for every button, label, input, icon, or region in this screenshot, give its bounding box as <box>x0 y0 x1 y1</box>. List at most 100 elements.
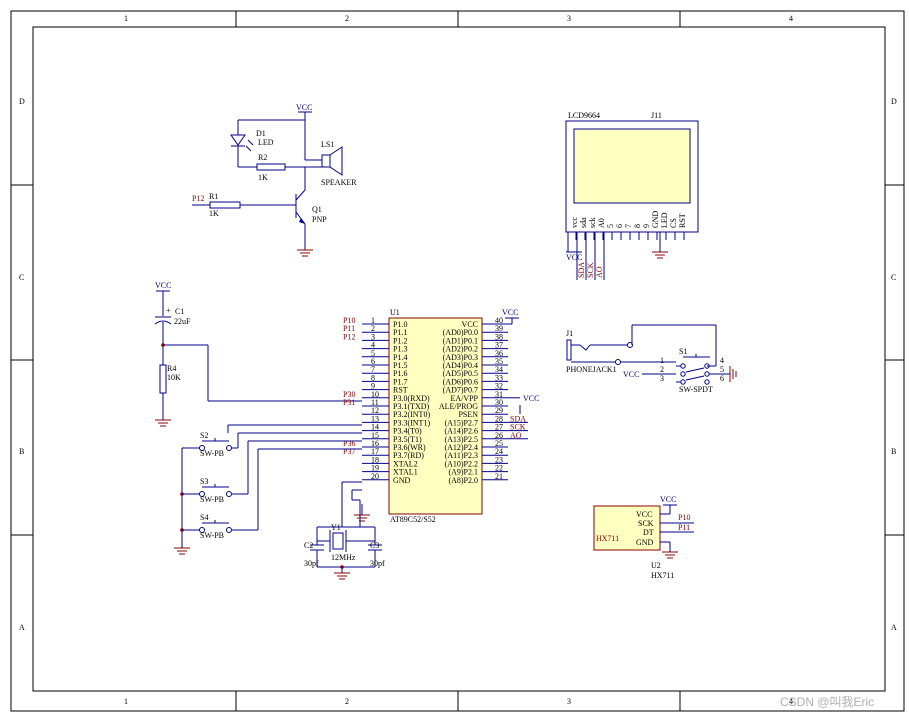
mcu-net-label: SDA <box>510 414 526 423</box>
mcu-pin-number: 20 <box>371 472 379 481</box>
mcu-pin-name: (A9)P2.1 <box>448 468 478 477</box>
mcu-pin-number: 2 <box>371 324 375 333</box>
mcu-net-label: P10 <box>343 316 355 325</box>
s2-value: SW-PB <box>200 449 224 458</box>
lcd-net-sda: SDA <box>577 262 586 278</box>
resistor-r2-icon <box>256 163 286 171</box>
s4-value: SW-PB <box>200 531 224 540</box>
zone-col-4-top: 4 <box>789 14 793 23</box>
c2-ref: C2 <box>304 541 313 550</box>
mcu-net-label: P31 <box>343 398 355 407</box>
mcu-pin-number: 7 <box>371 365 375 374</box>
mcu-pin-number: 1 <box>371 316 375 325</box>
resistor-r1-icon <box>209 201 241 209</box>
r4-ref: R4 <box>167 364 176 373</box>
hx711-vcc-label: VCC <box>660 495 676 504</box>
mcu-pin-name: (A8)P2.0 <box>448 476 478 485</box>
mcu-pin-name: P1.1 <box>393 328 407 337</box>
c1-plus: + <box>166 306 171 315</box>
zone-col-2-bottom: 2 <box>345 697 349 706</box>
mcu-pin-number: 40 <box>495 316 503 325</box>
mcu-pin-number: 28 <box>495 414 503 423</box>
mcu-pin-number: 38 <box>495 332 503 341</box>
s1-pin-4: 4 <box>720 356 724 365</box>
mcu-net-label: P36 <box>343 439 355 448</box>
mcu-pin-number: 24 <box>495 447 503 456</box>
mcu-pin-name: P3.1(TXD) <box>393 402 430 411</box>
c1-value: 22uF <box>174 317 191 326</box>
buzzer-vcc-label: VCC <box>296 103 312 112</box>
s1-pin-2: 2 <box>660 365 664 374</box>
reset-circuit: VCC + C1 22uF R4 10K <box>154 281 362 427</box>
mcu-pin-name: XTAL1 <box>393 468 418 477</box>
hx711-inner-label: HX711 <box>596 534 619 543</box>
mcu-pin-number: 17 <box>371 447 379 456</box>
hx711-pin-gnd: GND <box>636 538 654 547</box>
inner-border <box>32 26 886 692</box>
mcu-pin-name: (A10)P2.2 <box>444 459 478 468</box>
mcu-pin-name: VCC <box>462 320 478 329</box>
mcu-ea-vcc-label: VCC <box>523 394 539 403</box>
lcd-pin-label: A0 <box>597 218 606 228</box>
d1-ref: D1 <box>256 129 266 138</box>
lcd-pin-label: LED <box>660 212 669 228</box>
mcu-pin-name: (AD0)P0.0 <box>443 328 478 337</box>
mcu-pin-name: P3.3(INT1) <box>393 418 430 427</box>
hx711-pin-sck: SCK <box>638 519 654 528</box>
zone-col-1-bottom: 1 <box>124 697 128 706</box>
mcu-pin-name: P3.7(RD) <box>393 451 424 460</box>
zone-row-c-left: C <box>19 273 24 282</box>
mcu-pin-number: 12 <box>371 406 379 415</box>
s1-value: SW-SPDT <box>679 385 713 394</box>
lcd-ref: J11 <box>651 111 662 120</box>
zone-col-3-bottom: 3 <box>567 697 571 706</box>
led-d1-icon <box>230 134 246 146</box>
zone-col-2-top: 2 <box>345 14 349 23</box>
y1-value: 12MHz <box>331 553 356 562</box>
mcu-pin-number: 5 <box>371 349 375 358</box>
mcu-pin-number: 33 <box>495 373 503 382</box>
hx711-pin-vcc: VCC <box>636 510 652 519</box>
mcu-net-label: P12 <box>343 332 355 341</box>
mcu-pin-name: XTAL2 <box>393 459 418 468</box>
mcu-pin-number: 27 <box>495 423 503 432</box>
mcu-pin-name: P3.4(T0) <box>393 427 422 436</box>
zone-row-d-left: D <box>19 97 25 106</box>
mcu-pin-name: (AD4)P0.4 <box>443 361 478 370</box>
mcu-pin-number: 11 <box>371 398 379 407</box>
mcu-pin-name: EA/VPP <box>450 394 478 403</box>
watermark: CSDN @叫我Eric <box>780 695 874 709</box>
lcd-pin-label: 9 <box>642 224 651 228</box>
mcu-pin-number: 23 <box>495 455 503 464</box>
mcu-pin-number: 8 <box>371 373 375 382</box>
s3-ref: S3 <box>200 477 208 486</box>
crystal-y1-icon <box>332 532 344 550</box>
mcu-pin-name: P1.3 <box>393 345 407 354</box>
mcu-pin-name: (AD3)P0.3 <box>443 353 478 362</box>
ls1-ref: LS1 <box>321 140 334 149</box>
lcd-screen <box>573 128 691 204</box>
hx711-ref: U2 <box>651 561 661 570</box>
zone-col-1-top: 1 <box>124 14 128 23</box>
mcu-pin-number: 36 <box>495 349 503 358</box>
lcd-pin-label: 8 <box>633 224 642 228</box>
reset-vcc-label: VCC <box>155 281 171 290</box>
mcu-pin-name: ALE/PROG <box>439 402 478 411</box>
mcu-pin-name: (AD6)P0.6 <box>443 377 478 386</box>
y1-ref: Y1 <box>331 523 341 532</box>
mcu-pin-name: P1.2 <box>393 336 407 345</box>
lcd-net-labels: SDA SCK AO <box>577 262 604 278</box>
mcu-net-label: AO <box>510 431 522 440</box>
r2-ref: R2 <box>258 153 267 162</box>
c2-value: 30pf <box>304 559 319 568</box>
mcu-net-label: SCK <box>510 423 526 432</box>
lcd-pin-label: CS <box>669 218 678 228</box>
mcu-pin-number: 26 <box>495 431 503 440</box>
mcu-pin-name: (AD5)P0.5 <box>443 369 478 378</box>
s1-pin-3: 3 <box>660 374 664 383</box>
s2-ref: S2 <box>200 431 208 440</box>
